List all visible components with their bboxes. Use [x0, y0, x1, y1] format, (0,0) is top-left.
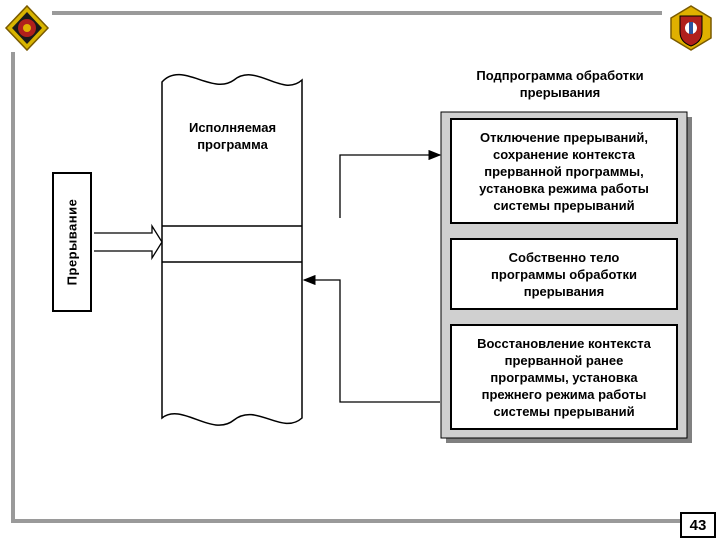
step-text: Восстановление контекста прерванной ране… [477, 335, 651, 419]
step-text: Собственно тело программы обработки прер… [491, 249, 637, 299]
slide-frame-left [11, 52, 15, 522]
subprogram-header: Подпрограмма обработки прерывания [476, 68, 644, 100]
page-number: 43 [680, 512, 716, 538]
interrupt-double-arrow [94, 223, 163, 261]
step-restore-context: Восстановление контекста прерванной ране… [450, 324, 678, 430]
slide-frame-bottom [11, 519, 691, 523]
call-subprogram-arrow [339, 149, 442, 218]
slide-frame-top [52, 11, 662, 15]
executing-program-shape [161, 73, 303, 426]
executing-program-label: Исполняемая программа [188, 120, 277, 152]
military-emblem-left-icon [4, 4, 50, 52]
step-text: Отключение прерываний, сохранение контек… [479, 129, 649, 213]
military-emblem-right-icon [670, 5, 712, 51]
return-to-program-arrow [302, 274, 440, 403]
step-disable-interrupts: Отключение прерываний, сохранение контек… [450, 118, 678, 224]
interrupt-label-box: Прерывание [52, 172, 92, 312]
step-handler-body: Собственно тело программы обработки прер… [450, 238, 678, 310]
interrupt-label: Прерывание [64, 198, 80, 286]
